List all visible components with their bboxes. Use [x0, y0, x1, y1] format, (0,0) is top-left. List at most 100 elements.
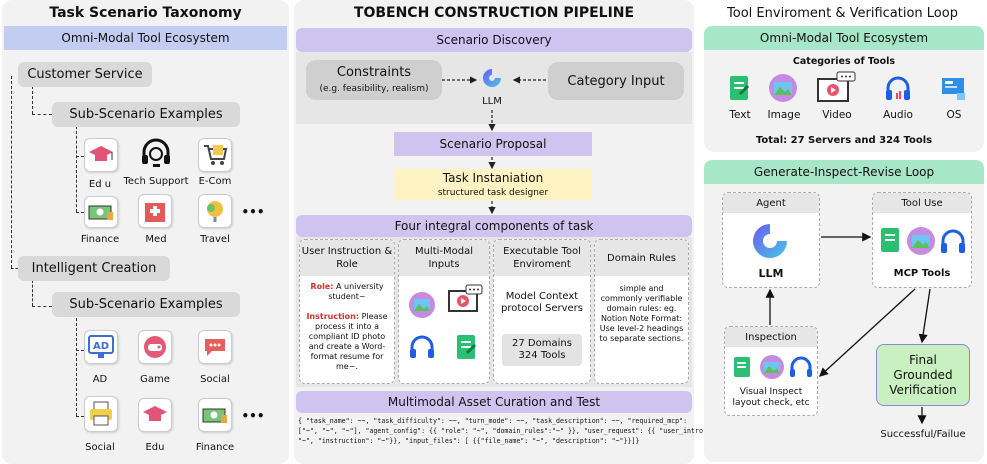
domains-tools-box: 27 Domains 324 Tools [502, 334, 582, 366]
video-icon [445, 282, 485, 320]
image-tool-icon [758, 353, 786, 381]
item-label: Social [200, 373, 230, 385]
task-instantiation-box: Task Instaniation structured task design… [394, 169, 592, 200]
middle-title: TOBENCH CONSTRUCTION PIPELINE [353, 5, 635, 21]
text-tool-icon [875, 225, 905, 255]
item-label: Finance [80, 233, 120, 245]
right-title: Tool Enviroment & Verification Loop [727, 5, 958, 21]
role-value: A university student~ [328, 282, 384, 301]
social-chat-icon [198, 330, 232, 364]
constraints-title: Constraints [336, 64, 412, 80]
role-text: Role: A university student~ [304, 282, 390, 302]
json-line: "~", "instruction": "~"}}, "input_files"… [298, 437, 640, 445]
image-tool-icon [905, 225, 937, 257]
instruction-value: Please process it into a compliant ID ph… [308, 312, 388, 371]
ecommerce-icon [198, 138, 232, 172]
agent-box: Agent LLM [722, 192, 820, 288]
hospital-icon [138, 194, 172, 228]
component-domain-rules: Domain Rules simple and commonly verifia… [594, 239, 689, 384]
text-doc-icon [451, 332, 481, 362]
middle-arrows [442, 76, 546, 215]
category-input-box: Category Input [548, 62, 684, 100]
category-intelligent-creation: Intelligent Creation [18, 256, 170, 281]
finance-icon [84, 196, 118, 228]
image-tool-icon [767, 72, 799, 104]
sub-scenario-box-1: Sub-Scenario Examples [52, 102, 240, 127]
connector [32, 114, 52, 115]
tool-label-image: Image [767, 109, 801, 121]
component-title: Domain Rules [595, 240, 688, 276]
json-line: { "task_name": ~~, "task_difficulty": ~~… [298, 417, 688, 425]
sub-scenario-box-2: Sub-Scenario Examples [52, 292, 240, 317]
item-label: Travel [200, 233, 230, 245]
connector [76, 350, 84, 351]
tool-label-audio: Audio [883, 109, 913, 121]
mcp-tools-label: MCP Tools [893, 267, 951, 279]
item-label: Game [140, 373, 170, 385]
item-label: Med [145, 233, 167, 245]
constraints-box: Constraints (e.g. feasibility, realism) [306, 60, 442, 100]
categories-label: Categories of Tools [792, 55, 896, 67]
agent-llm-label: LLM [758, 266, 784, 280]
total-tools-text: Total: 27 Servers and 324 Tools [755, 134, 933, 146]
ad-icon-text: AD [93, 341, 109, 352]
llm-logo-icon [749, 221, 793, 261]
scenario-discovery-header: Scenario Discovery [296, 28, 692, 52]
left-ecosystem-bar: Omni-Modal Tool Ecosystem [4, 26, 287, 50]
connector [76, 416, 84, 417]
text-tool-icon [729, 353, 755, 381]
connector [32, 306, 52, 307]
instruction-text: Instruction: Please process it into a co… [304, 312, 390, 372]
connector [76, 126, 77, 212]
task-instantiation-title: Task Instaniation [442, 171, 544, 185]
audio-tool-icon [882, 72, 914, 104]
connector [11, 76, 12, 268]
inspection-box: Inspection Visual Inspect layout check, … [724, 326, 818, 416]
more-indicator: ••• [241, 409, 265, 423]
game-icon [138, 330, 172, 364]
llm-logo-icon [480, 66, 504, 90]
more-indicator: ••• [241, 205, 265, 219]
item-label: E-Com [198, 175, 232, 187]
connector [32, 280, 33, 306]
headset-icon [138, 136, 174, 172]
constraints-subtitle: (e.g. feasibility, realism) [319, 84, 429, 94]
finance-icon [198, 398, 232, 432]
instruction-label: Instruction: [306, 312, 360, 321]
connector [32, 86, 33, 114]
connector [76, 156, 84, 157]
role-label: Role: [310, 282, 334, 291]
connector [76, 318, 77, 416]
scenario-proposal-box: Scenario Proposal [394, 132, 592, 156]
loop-arrows [765, 232, 931, 425]
final-verification-box: Final Grounded Verification [876, 344, 970, 406]
item-label: AD [92, 373, 108, 385]
item-label: Tech Support [123, 175, 189, 187]
audio-tool-icon [787, 353, 815, 381]
connector [76, 212, 84, 213]
component-title: User Instruction & Role [300, 240, 394, 276]
asset-curation-header: Multimodal Asset Curation and Test [296, 391, 692, 413]
item-label: Social [85, 441, 115, 453]
tool-label-text: Text [729, 109, 751, 121]
inspection-header: Inspection [725, 327, 817, 347]
component-title: Executable Tool Enviroment [494, 240, 590, 276]
ad-icon: AD [84, 330, 118, 364]
text-tool-icon [724, 72, 754, 104]
four-components-header: Four integral components of task [296, 215, 692, 237]
component-multimodal-inputs: Multi-Modal Inputs [398, 239, 490, 384]
component-user-instruction: User Instruction & Role Role: A universi… [299, 239, 395, 384]
component-title: Multi-Modal Inputs [399, 240, 489, 276]
right-ecosystem-bar: Omni-Modal Tool Ecosystem [704, 26, 984, 50]
domain-rules-text: simple and commonly verifiable domain ru… [599, 284, 684, 343]
loop-header: Generate-Inspect-Revise Loop [704, 160, 984, 184]
printer-icon [84, 396, 118, 432]
tool-label-video: Video [822, 109, 852, 121]
item-label: Ed u [88, 178, 112, 190]
json-template: { "task_name": ~~, "task_difficulty": ~~… [298, 416, 711, 456]
image-icon [407, 290, 437, 320]
json-line: ["~", "~", "~"], "agent_config": {{ "rol… [298, 427, 711, 435]
connector [11, 268, 18, 269]
category-customer-service: Customer Service [18, 62, 152, 87]
left-title: Task Scenario Taxonomy [49, 5, 242, 21]
